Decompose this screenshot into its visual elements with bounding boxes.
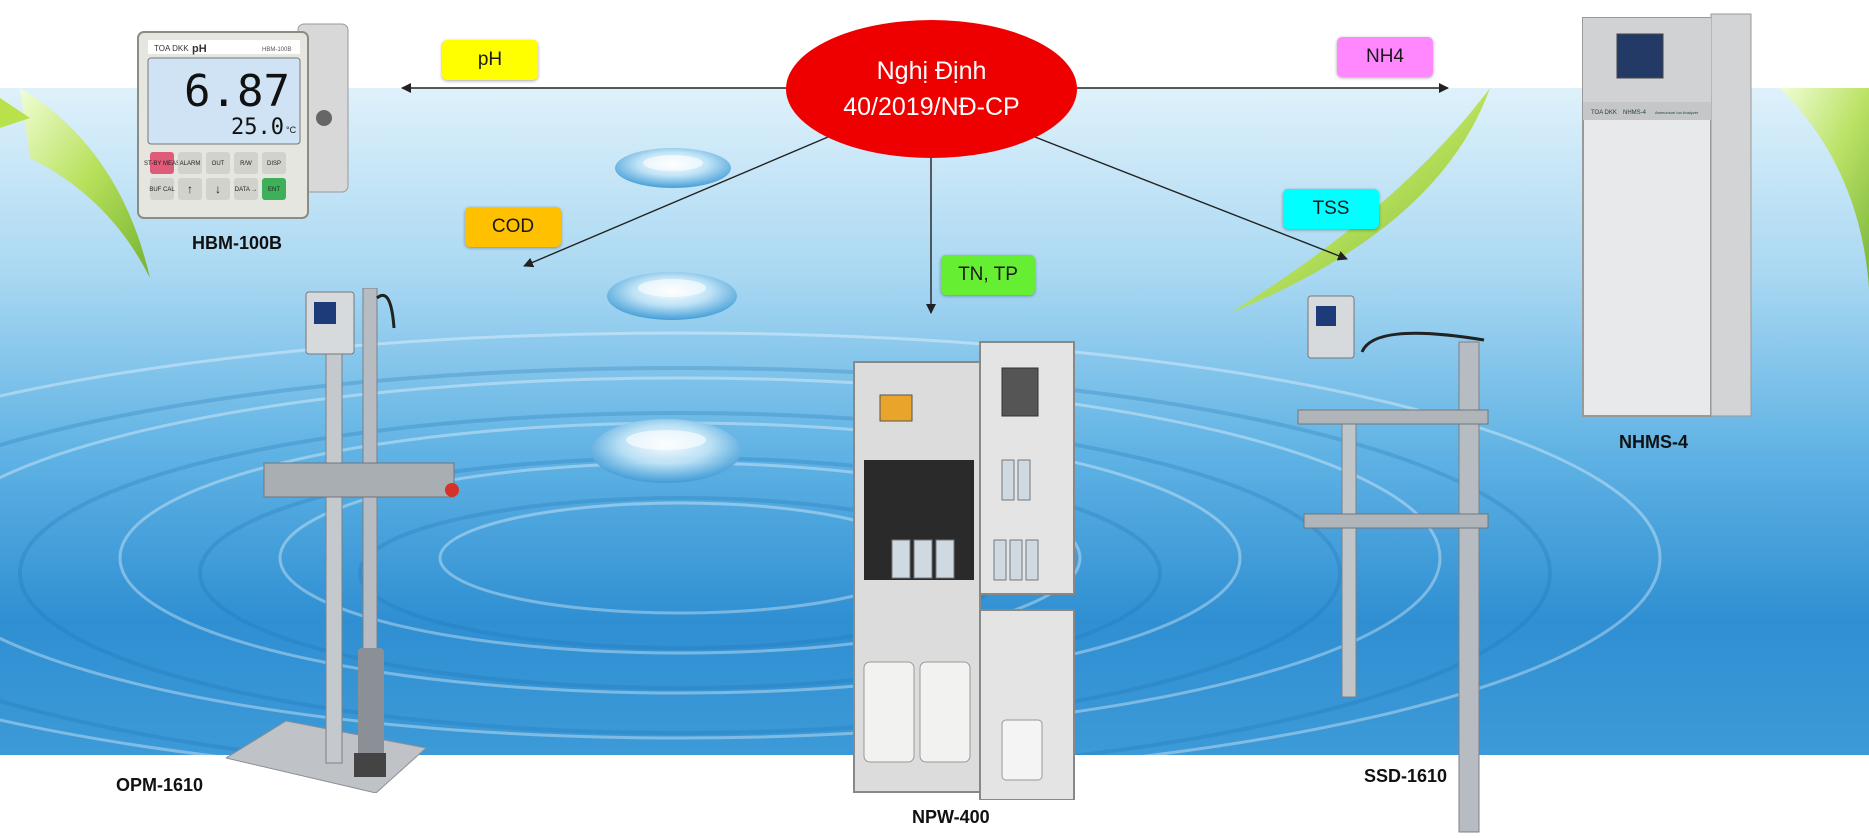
param-label-tn-tp: TN, TP bbox=[941, 255, 1035, 295]
svg-text:25.0: 25.0 bbox=[231, 115, 284, 140]
svg-text:DATA →: DATA → bbox=[235, 187, 257, 193]
svg-text:TOA DKK: TOA DKK bbox=[154, 44, 189, 53]
ph-meter-icon: TOA DKK pH HBM-100B 6.87 25.0 °C ST-BY M… bbox=[137, 23, 349, 219]
svg-text:↑: ↑ bbox=[187, 182, 193, 196]
svg-text:R/W: R/W bbox=[240, 161, 252, 167]
param-label-cod: COD bbox=[465, 207, 561, 247]
svg-text:6.87: 6.87 bbox=[184, 66, 290, 117]
svg-text:DISP: DISP bbox=[267, 161, 281, 167]
regulation-hub: Nghị Định 40/2019/NĐ-CP bbox=[786, 20, 1077, 158]
svg-text:OUT: OUT bbox=[212, 161, 225, 167]
param-label-tss: TSS bbox=[1283, 189, 1379, 229]
product-name-opm-1610: OPM-1610 bbox=[116, 775, 204, 795]
svg-text:↓: ↓ bbox=[215, 182, 221, 196]
param-label-nh4: NH4 bbox=[1337, 37, 1433, 77]
product-name-npw-400: NPW-400 bbox=[912, 807, 990, 827]
product-name-hbm-100b: HBM-100B bbox=[192, 233, 283, 253]
product-name-nhms-4: NHMS-4 bbox=[1619, 432, 1689, 452]
svg-text:ALARM: ALARM bbox=[180, 161, 201, 167]
tss-sensor-stand-icon bbox=[1297, 295, 1489, 833]
hub-line-1: Nghị Định bbox=[876, 57, 987, 85]
svg-text:ENT: ENT bbox=[268, 187, 280, 193]
ammonia-analyzer-icon: TOA DKK NHMS-4 Ammonium Ion Analyzer bbox=[1582, 13, 1752, 417]
svg-text:HBM-100B: HBM-100B bbox=[262, 47, 291, 53]
svg-text:pH: pH bbox=[192, 43, 207, 55]
svg-text:NHMS-4: NHMS-4 bbox=[1623, 110, 1647, 116]
hub-line-2: 40/2019/NĐ-CP bbox=[843, 93, 1020, 121]
analyzer-cabinet-icon bbox=[853, 341, 1075, 800]
svg-text:Ammonium Ion Analyzer: Ammonium Ion Analyzer bbox=[1655, 110, 1699, 115]
product-name-ssd-1610: SSD-1610 bbox=[1364, 766, 1448, 786]
svg-text:°C: °C bbox=[286, 125, 297, 135]
svg-text:ST-BY MEAS: ST-BY MEAS bbox=[144, 161, 180, 167]
cod-sensor-stand-icon bbox=[226, 288, 459, 793]
svg-text:TOA DKK: TOA DKK bbox=[1591, 110, 1617, 116]
svg-text:BUF CAL: BUF CAL bbox=[149, 187, 175, 193]
arrow-cod bbox=[523, 136, 829, 268]
param-label-ph: pH bbox=[442, 40, 538, 80]
arrow-tss bbox=[1034, 136, 1348, 261]
